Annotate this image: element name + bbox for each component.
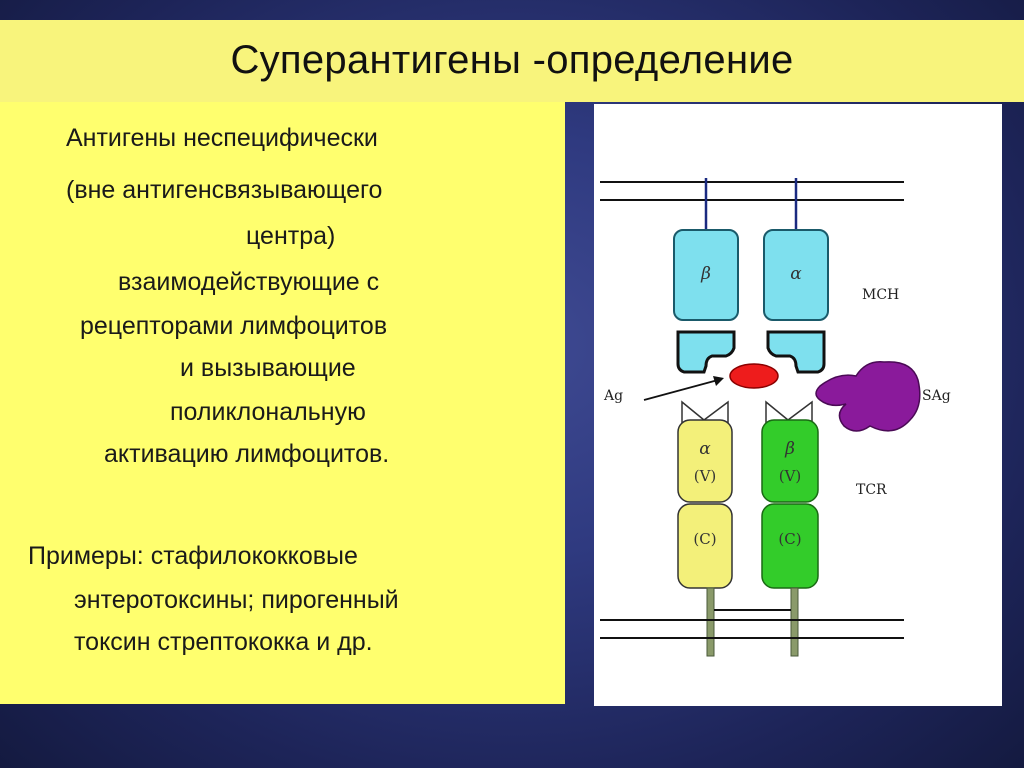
sag-label: SAg [922,388,951,404]
definition-line: поликлональную [170,398,366,426]
tcr-alpha-c-domain [677,503,733,589]
slide-title: Суперантигены -определение [230,38,794,82]
tcr-beta-v-domain [761,419,819,503]
superantigen-diagram: β α α (V) (C) β (V) (C) [600,178,951,657]
ag-pointer-arrow [643,379,719,401]
tcr-beta-c-domain [761,503,819,589]
tcr-alpha-notch [681,400,729,425]
tcr-beta-v-label: (V) [779,467,802,485]
examples-line: Примеры: стафилококковые [28,542,358,570]
figure-panel: β α α (V) (C) β (V) (C) [594,104,1002,706]
ag-label: Ag [603,388,623,404]
mhc-beta-symbol: β [700,264,711,284]
mhc-alpha-domain [763,229,829,321]
examples-line: токсин стрептококка и др. [74,628,373,656]
examples-line: энтеротоксины; пирогенный [74,586,399,614]
mhc-label: MCH [862,287,899,303]
definition-line: центра) [246,222,336,250]
mhc-beta-domain [673,229,739,321]
tcr-alpha-v-label: (V) [694,467,717,485]
definition-line: активацию лимфоцитов. [104,440,390,468]
text-panel [0,102,565,704]
superantigen-molecule [815,361,921,432]
definition-line: и вызывающие [180,354,356,382]
tcr-alpha-symbol: α [699,439,711,459]
mhc-beta-binding-domain [676,330,736,374]
tcr-beta-symbol: β [784,439,795,459]
definition-line: взаимодействующие с [118,268,380,296]
title-band [0,20,1024,102]
tcr-alpha-transmembrane [706,587,715,657]
definition-line: Антигены неспецифически [66,124,378,152]
mhc-alpha-symbol: α [790,264,802,284]
tcr-alpha-c-label: (C) [693,530,716,548]
tcr-beta-c-label: (C) [778,530,801,548]
tcr-alpha-v-domain [677,419,733,503]
definition-line: (вне антигенсвязывающего [66,176,383,204]
tcr-beta-transmembrane [790,587,799,657]
antigen-peptide [729,363,779,389]
ag-arrow-head [713,376,724,386]
tcr-beta-notch [765,400,813,425]
definition-line: рецепторами лимфоцитов [80,312,388,340]
tcr-label: TCR [856,482,887,498]
mhc-alpha-binding-domain [766,330,826,374]
